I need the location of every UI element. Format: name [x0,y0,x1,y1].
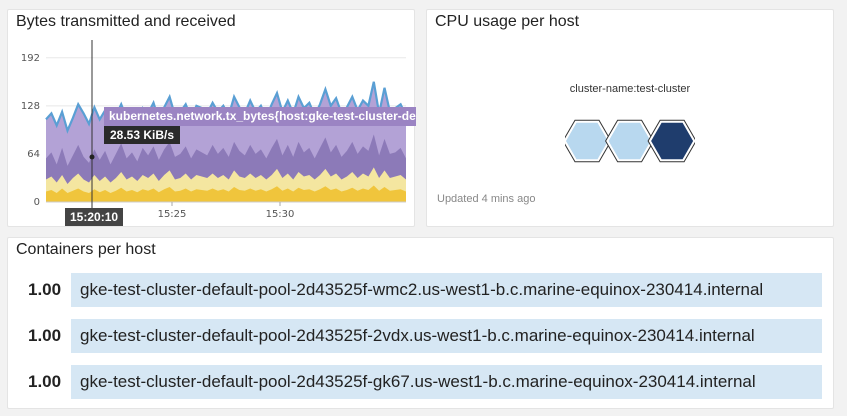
host-name: gke-test-cluster-default-pool-2d43525f-g… [80,372,756,391]
host-name: gke-test-cluster-default-pool-2d43525f-w… [80,280,764,299]
widget-title: CPU usage per host [435,13,580,30]
host-hex[interactable] [608,122,651,160]
bytes-timeseries-widget[interactable]: Bytes transmitted and received 0 64 128 192… [7,9,416,227]
x-tick-label: 15:30 [266,209,295,220]
row-value: 1.00 [28,326,62,345]
updated-timestamp: Updated 4 mins ago [437,193,536,205]
tooltip-metric-label: kubernetes.network.tx_bytes{host:gke-tes… [104,107,416,126]
row-value: 1.00 [28,372,62,391]
widget-title: Containers per host [16,241,156,258]
y-tick-label: 128 [21,101,40,112]
tooltip-value: 28.53 KiB/s [104,126,181,144]
toplist-row[interactable]: 1.00 gke-test-cluster-default-pool-2d435… [8,273,833,307]
y-tick-label: 64 [27,149,40,160]
row-bar: gke-test-cluster-default-pool-2d43525f-w… [71,273,822,307]
toplist-row[interactable]: 1.00 gke-test-cluster-default-pool-2d435… [8,319,833,353]
host-hex[interactable] [566,122,608,160]
hostmap-group-label: cluster-name:test-cluster [569,83,691,95]
host-hex[interactable] [651,122,694,160]
cursor-time-label: 15:20:10 [65,208,124,226]
y-tick-label: 0 [34,197,40,208]
hostmap[interactable] [565,110,695,172]
cpu-hostmap-widget[interactable]: CPU usage per host cluster-name:test-clu… [426,9,834,227]
widget-title: Bytes transmitted and received [16,13,236,30]
containers-toplist-widget[interactable]: Containers per host 1.00 gke-test-cluste… [7,237,834,409]
y-tick-label: 192 [21,53,40,64]
row-value: 1.00 [28,280,62,299]
host-name: gke-test-cluster-default-pool-2d43525f-2… [80,326,755,345]
x-tick-label: 15:25 [158,209,187,220]
cursor-point [89,154,95,160]
row-bar: gke-test-cluster-default-pool-2d43525f-g… [71,365,822,399]
series-area-lower [46,185,406,202]
row-bar: gke-test-cluster-default-pool-2d43525f-2… [71,319,822,353]
toplist-row[interactable]: 1.00 gke-test-cluster-default-pool-2d435… [8,365,833,399]
